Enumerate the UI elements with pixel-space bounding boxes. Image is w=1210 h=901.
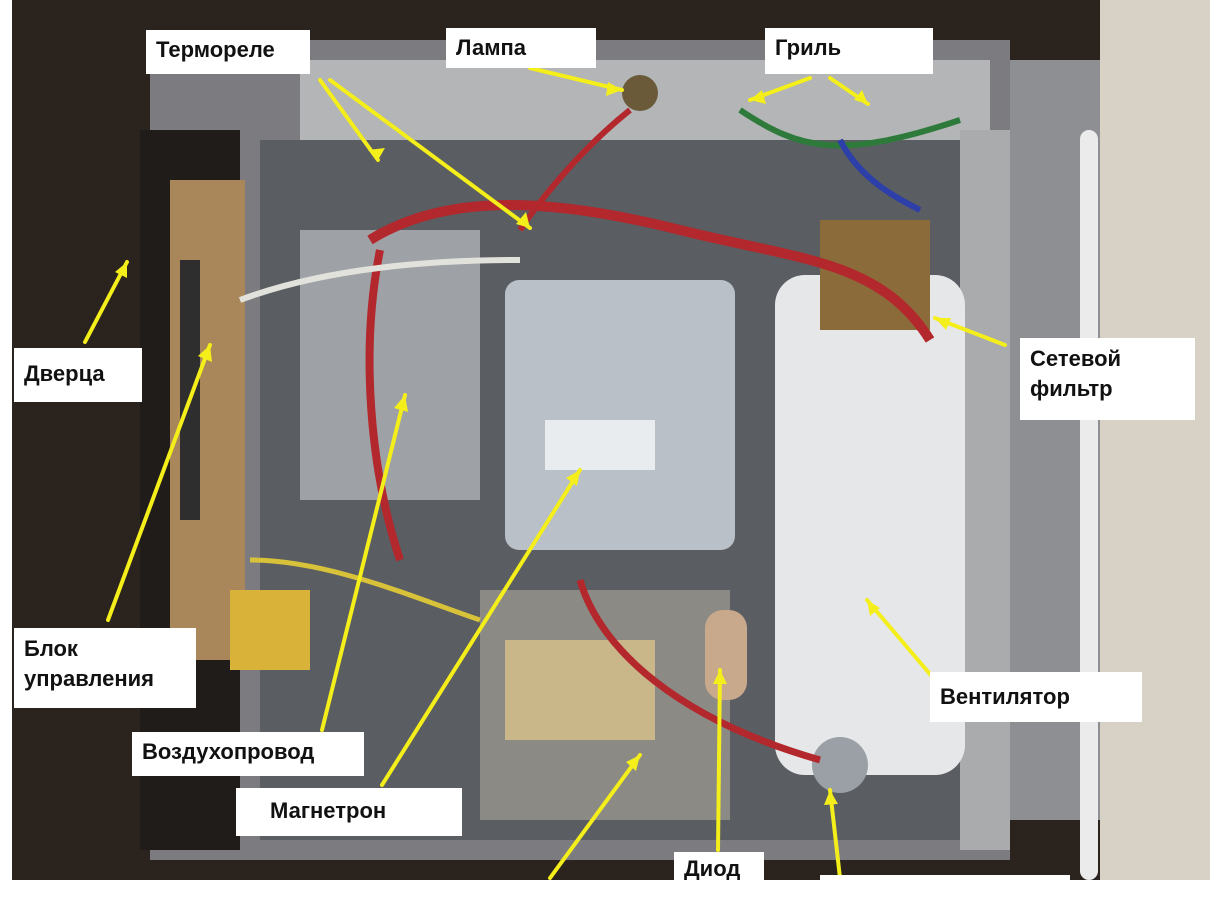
arrowhead-fuse	[824, 790, 838, 805]
arrow-fuse	[828, 788, 842, 880]
blue-wire	[837, 138, 922, 213]
arrowhead-magnetron	[566, 470, 580, 486]
arrow-transformer	[548, 753, 642, 880]
arrowhead-transformer	[626, 755, 640, 771]
transformer-red-wire	[576, 579, 821, 764]
magnetron-body	[505, 280, 735, 550]
fan-unit	[775, 275, 965, 775]
label-blok-line2: управления	[24, 666, 155, 691]
label-gril: Гриль	[765, 28, 933, 74]
label-setevoy-line2: фильтр	[1030, 376, 1113, 401]
lamp-socket	[622, 75, 658, 111]
label-termorele: Термореле	[146, 30, 310, 74]
label-setevoy-line1: Сетевой	[1030, 346, 1122, 371]
transformer-coil	[505, 640, 655, 740]
arrows-layer	[83, 66, 1007, 880]
arrow-ventilyator	[865, 598, 937, 682]
magnetron-label	[545, 420, 655, 470]
arrowhead-dvertsa	[115, 262, 127, 278]
side-panel	[960, 130, 1010, 850]
label-blok-line1: Блок	[24, 636, 78, 661]
arrowhead-blok	[198, 345, 212, 362]
white-wire	[238, 257, 521, 303]
arrowhead-ventilyator	[867, 600, 880, 616]
control-connector	[180, 260, 200, 520]
arrowhead-termorele-2	[516, 212, 530, 228]
label-dvertsa: Дверца	[14, 348, 142, 402]
arrow-termorele-1	[318, 78, 380, 162]
yellow-wires	[249, 557, 481, 623]
arrowhead-vozduhoprovod	[394, 395, 408, 412]
bottom-margin	[0, 880, 1210, 901]
label-magnetron: Магнетрон	[236, 788, 462, 836]
small-transformer	[230, 590, 310, 670]
arrowhead-filter	[935, 318, 951, 330]
capacitor	[705, 610, 747, 700]
white-margin-left	[0, 0, 12, 901]
label-blok-upravleniya: Блок управления	[14, 628, 196, 708]
arrow-magnetron	[380, 468, 582, 787]
red-wire-down	[365, 249, 404, 562]
label-lampa: Лампа	[446, 28, 596, 68]
arrow-dvertsa	[83, 260, 129, 344]
arrow-termorele-2	[328, 78, 532, 230]
arrowhead-gril-1	[750, 90, 766, 104]
arrowhead-termorele-1	[368, 148, 385, 160]
label-cut-bottom	[820, 875, 1070, 880]
arrowhead-lampa	[606, 82, 622, 96]
red-wire-lamp	[517, 107, 632, 232]
label-ventilyator: Вентилятор	[930, 672, 1142, 722]
arrowhead-gril-2	[854, 90, 868, 104]
fuse-holder	[812, 737, 868, 793]
arrow-lampa	[528, 66, 624, 92]
label-diod: Диод	[674, 852, 764, 880]
right-wall	[1100, 0, 1210, 880]
red-wire-bundle	[367, 200, 935, 343]
power-cord	[1080, 130, 1098, 880]
green-wire	[738, 107, 961, 149]
arrow-diod	[716, 668, 722, 852]
label-setevoy-filtr: Сетевой фильтр	[1020, 338, 1195, 420]
arrow-vozduhoprovod	[320, 393, 407, 732]
arrowhead-diod	[713, 670, 727, 684]
arrow-blok	[106, 343, 212, 622]
label-vozduhoprovod: Воздухопровод	[132, 732, 364, 776]
